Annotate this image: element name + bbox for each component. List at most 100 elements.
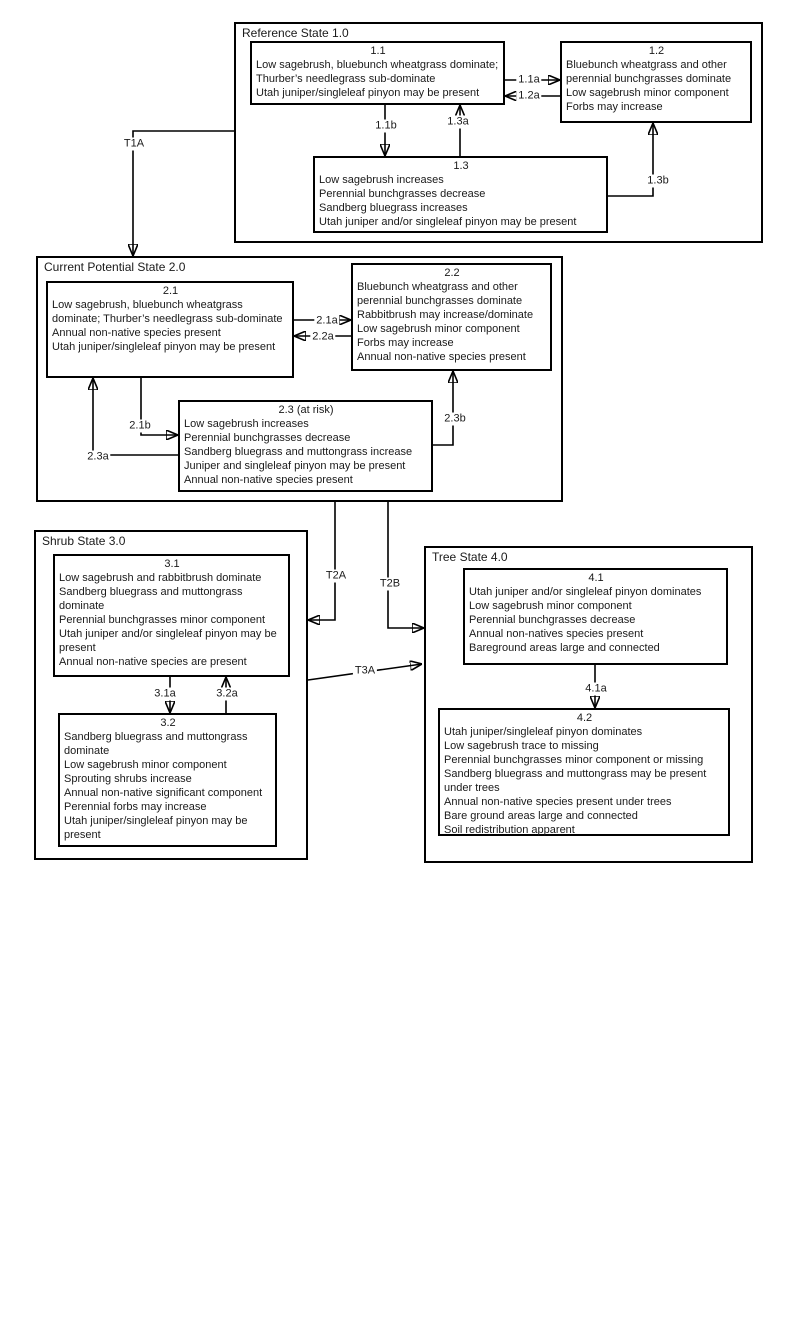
state-title: Reference State 1.0 [242, 26, 349, 40]
pathway-label-1.1a: 1.1a [516, 73, 542, 87]
description-line: Forbs may increase [566, 101, 663, 113]
transition-label-t2b: T2B [377, 577, 403, 591]
state-title: Shrub State 3.0 [42, 534, 126, 548]
description-line: Bluebunch wheatgrass and other perennial… [357, 281, 523, 307]
description-line: Annual non-native species present [357, 351, 526, 363]
description-line: Sandberg bluegrass and muttongrass domin… [64, 731, 248, 757]
community-description: Low sagebrush, bluebunch wheatgrass domi… [256, 58, 500, 100]
state-title: Tree State 4.0 [432, 550, 508, 564]
pathway-label-2.2a: 2.2a [310, 330, 336, 344]
description-line: Annual non-native species present [52, 327, 221, 339]
community-box-1.1: 1.1 Low sagebrush, bluebunch wheatgrass … [250, 41, 505, 105]
community-box-4.1: 4.1 Utah juniper and/or singleleaf pinyo… [463, 568, 728, 665]
state-box-current-potential-2.0: Current Potential State 2.0 2.1 Low sage… [36, 256, 563, 502]
description-line: Perennial bunchgrasses minor component [59, 614, 266, 626]
description-line: Low sagebrush and rabbitbrush dominate [59, 572, 262, 584]
description-line: Low sagebrush, bluebunch wheatgrass domi… [52, 299, 283, 325]
description-line: Rabbitbrush may increase/dominate [357, 309, 534, 321]
pathway-label-3.1a: 3.1a [152, 687, 178, 701]
state-box-reference-1.0: Reference State 1.0 1.1 Low sagebrush, b… [234, 22, 763, 243]
state-box-tree-4.0: Tree State 4.0 4.1 Utah juniper and/or s… [424, 546, 753, 863]
description-line: Low sagebrush minor component [469, 600, 632, 612]
description-line: Utah juniper/singleleaf pinyon dominates [444, 726, 643, 738]
description-line: Bareground areas large and connected [469, 642, 660, 654]
description-line: Sandberg bluegrass and muttongrass may b… [444, 768, 707, 794]
description-line: Sandberg bluegrass and muttongrass incre… [184, 446, 413, 458]
transition-label-t3a: T3A [352, 664, 378, 678]
community-id: 3.1 [164, 558, 180, 570]
description-line: Forbs may increase [357, 337, 454, 349]
description-line: Bare ground areas large and connected [444, 810, 638, 822]
description-line: Utah juniper and/or singleleaf pinyon ma… [59, 628, 277, 654]
pathway-label-1.1b: 1.1b [373, 119, 399, 133]
description-line: Perennial bunchgrasses decrease [319, 188, 486, 200]
pathway-label-2.1a: 2.1a [314, 314, 340, 328]
pathway-label-2.3b: 2.3b [442, 412, 468, 426]
community-box-2.2: 2.2 Bluebunch wheatgrass and other peren… [351, 263, 552, 371]
community-description: Sandberg bluegrass and muttongrass domin… [64, 730, 272, 842]
description-line: Utah juniper and/or singleleaf pinyon do… [469, 586, 702, 598]
description-line: Soil redistribution apparent [444, 824, 575, 836]
state-title: Current Potential State 2.0 [44, 260, 186, 274]
community-id: 2.1 [162, 285, 179, 297]
description-line: Perennial forbs may increase [64, 801, 207, 813]
community-id: 1.3 [453, 160, 469, 172]
description-line: Utah juniper/singleleaf pinyon may be pr… [52, 341, 276, 353]
community-box-4.2: 4.2 Utah juniper/singleleaf pinyon domin… [438, 708, 730, 836]
community-id: 3.2 [160, 717, 176, 729]
description-line: Sandberg bluegrass and muttongrass domin… [59, 586, 243, 612]
description-line: Annual non-native species present under … [444, 796, 672, 808]
description-line: Low sagebrush increases [184, 418, 309, 430]
description-line: Annual non-native species are present [59, 656, 247, 668]
community-description: Utah juniper/singleleaf pinyon dominates… [444, 725, 725, 837]
community-description: Low sagebrush, bluebunch wheatgrass domi… [52, 298, 289, 354]
community-box-3.1: 3.1 Low sagebrush and rabbitbrush domina… [53, 554, 290, 677]
description-line: Perennial bunchgrasses minor component o… [444, 754, 704, 766]
description-line: Annual non-native species present [184, 474, 353, 486]
pathway-label-3.2a: 3.2a [214, 687, 240, 701]
pathway-label-2.1b: 2.1b [127, 419, 153, 433]
description-line: Low sagebrush minor component [64, 759, 227, 771]
transition-label-t1a: T1A [121, 137, 147, 151]
description-line: Low sagebrush, bluebunch wheatgrass domi… [256, 59, 499, 85]
description-line: Bluebunch wheatgrass and other perennial… [566, 59, 732, 85]
pathway-label-1.2a: 1.2a [516, 89, 542, 103]
pathway-label-2.3a: 2.3a [85, 450, 111, 464]
community-box-2.1: 2.1 Low sagebrush, bluebunch wheatgrass … [46, 281, 294, 378]
community-description: Utah juniper and/or singleleaf pinyon do… [469, 585, 723, 655]
description-line: Annual non-natives species present [469, 628, 644, 640]
pathway-label-4.1a: 4.1a [583, 682, 609, 696]
community-id: 2.3 (at risk) [278, 404, 334, 416]
transition-label-t2a: T2A [323, 569, 349, 583]
description-line: Utah juniper/singleleaf pinyon may be pr… [64, 815, 248, 841]
community-id: 1.2 [648, 45, 665, 57]
community-description: Bluebunch wheatgrass and other perennial… [566, 58, 747, 114]
community-id: 1.1 [370, 45, 386, 57]
description-line: Utah juniper/singleleaf pinyon may be pr… [256, 87, 480, 99]
description-line: Perennial bunchgrasses decrease [184, 432, 351, 444]
description-line: Low sagebrush minor component [566, 87, 729, 99]
community-box-1.2: 1.2 Bluebunch wheatgrass and other peren… [560, 41, 752, 123]
transition-arrow-t2b [387, 502, 424, 628]
description-line: Juniper and singleleaf pinyon may be pre… [184, 460, 406, 472]
community-id: 4.1 [588, 572, 604, 584]
description-line: Sprouting shrubs increase [64, 773, 192, 785]
state-box-shrub-3.0: Shrub State 3.0 3.1 Low sagebrush and ra… [34, 530, 308, 860]
pathway-label-1.3b: 1.3b [645, 174, 671, 188]
community-id: 4.2 [576, 712, 593, 724]
community-box-3.2: 3.2 Sandberg bluegrass and muttongrass d… [58, 713, 277, 847]
transition-arrow-t1a [133, 130, 234, 256]
description-line: Low sagebrush increases [319, 174, 444, 186]
description-line: Annual non-native significant component [64, 787, 263, 799]
community-id: 2.2 [444, 267, 460, 279]
transition-arrow-t2a [308, 502, 336, 620]
pathway-label-1.3a: 1.3a [445, 115, 471, 129]
community-description: Bluebunch wheatgrass and other perennial… [357, 280, 547, 364]
description-line: Utah juniper and/or singleleaf pinyon ma… [319, 216, 577, 228]
